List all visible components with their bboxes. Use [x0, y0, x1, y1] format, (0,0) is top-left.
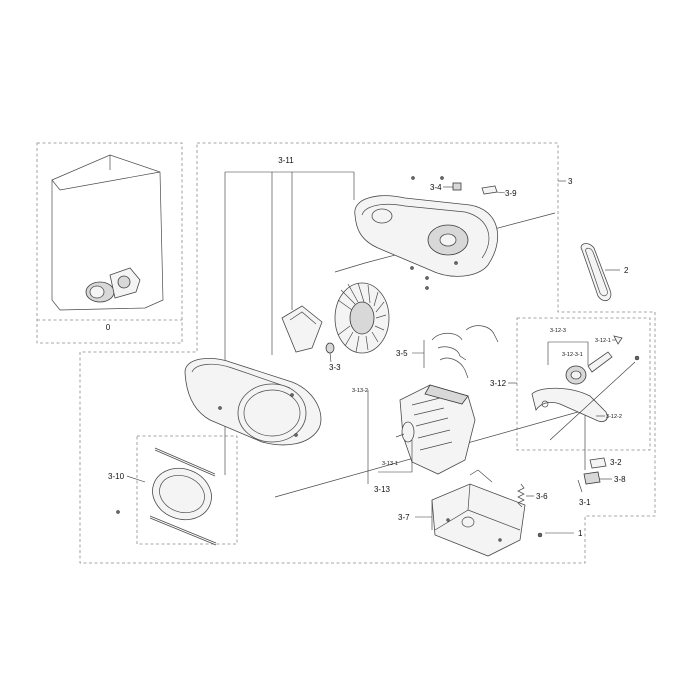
inset-frame — [36, 142, 183, 344]
part-duct-deflector — [281, 305, 323, 353]
part-3-6-spring: 3-6 — [517, 483, 548, 508]
label-3-7: 3-7 — [398, 513, 410, 522]
label-3-12-1: 3-12-1 — [595, 338, 611, 344]
label-3-8: 3-8 — [614, 475, 626, 484]
leader-3-11: 3-11 — [224, 156, 355, 475]
label-0: 0 — [106, 323, 111, 332]
part-3-8-switch: 3-8 — [583, 471, 626, 485]
assembly-3-boundary — [79, 142, 656, 564]
label-3-10: 3-10 — [108, 472, 125, 481]
blower-housing-rear — [354, 195, 499, 277]
part-3-7-bracket: 3-7 — [398, 469, 526, 557]
label-3-6: 3-6 — [536, 492, 548, 501]
part-3-2-switch: 3-2 — [589, 457, 622, 469]
blower-housing-front — [184, 357, 322, 446]
label-3-1: 3-1 — [579, 498, 591, 507]
label-3-5: 3-5 — [396, 349, 408, 358]
label-3-4: 3-4 — [430, 183, 442, 192]
screws-rear-housing — [410, 176, 458, 290]
label-3-11: 3-11 — [278, 156, 294, 165]
region-3-12-box — [516, 317, 651, 451]
label-3-9: 3-9 — [505, 189, 517, 198]
blower-impeller — [334, 282, 390, 354]
part-3-1-clip: 3-1 — [577, 479, 591, 507]
part-3-12-idler-assembly: 3-12-3 3-12-3-1 3-12-1 3-12-2 — [531, 328, 640, 422]
label-3-3: 3-3 — [329, 363, 341, 372]
part-3-3-nut: 3-3 — [325, 342, 341, 372]
part-3-9-sensor: 3-9 — [481, 185, 517, 198]
region-3-10-box — [136, 435, 238, 545]
label-3-2: 3-2 — [610, 458, 622, 467]
inset-assembly-view: 0 — [36, 142, 183, 344]
label-3-13: 3-13 — [374, 485, 391, 494]
part-1-screw: 1 — [537, 529, 583, 538]
label-3-12-3: 3-12-3 — [550, 328, 566, 334]
inset-motor-assembly — [85, 267, 141, 303]
label-3-13-1: 3-13-1 — [382, 461, 398, 467]
label-1: 1 — [578, 529, 583, 538]
part-3-10-ring: 3-10 — [108, 447, 217, 546]
part-3-13-motor — [395, 384, 476, 475]
part-2-belt: 2 — [580, 243, 629, 302]
leader-3-12-screw — [549, 361, 636, 441]
part-3-4-clip: 3-4 — [430, 182, 462, 192]
part-3-5-clips: 3-5 — [396, 325, 499, 379]
label-3-13-2: 3-13-2 — [352, 388, 368, 394]
label-3-12-3-1: 3-12-3-1 — [562, 352, 583, 358]
dryer-cabinet-outline — [51, 154, 164, 311]
label-3-12: 3-12 — [490, 379, 507, 388]
label-3-12-2: 3-12-2 — [606, 414, 622, 420]
label-2: 2 — [624, 266, 629, 275]
label-3: 3 — [568, 177, 573, 186]
leader-3-13-1 — [378, 440, 413, 473]
